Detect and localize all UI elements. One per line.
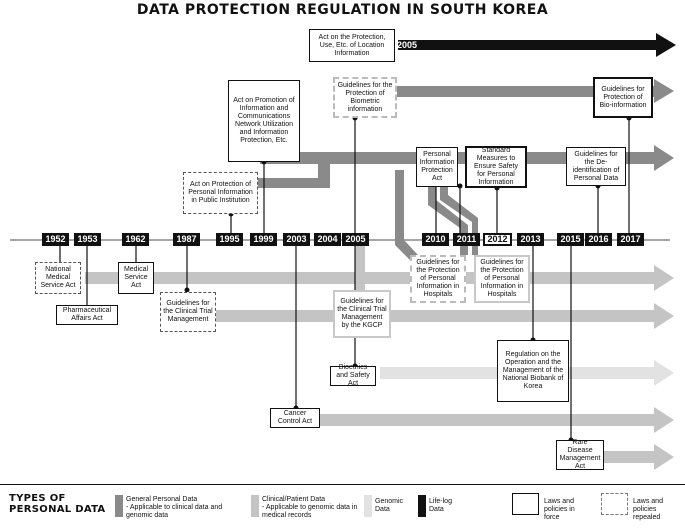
box-hospitals-guidelines-2010: Guidelines for the Protection of Persona… bbox=[410, 255, 466, 303]
box-biometric-guidelines: Guidelines for the Protection of Biometr… bbox=[333, 77, 397, 118]
legend-general-note: - Applicable to clinical data and genomi… bbox=[126, 504, 223, 519]
legend-genomic: Genomic Data bbox=[375, 498, 404, 513]
box-cancer-control-act: Cancer Control Act bbox=[270, 408, 320, 428]
legend: TYPES OF PERSONAL DATA General Personal … bbox=[0, 484, 685, 530]
year-2012: 2012 bbox=[483, 233, 512, 246]
box-national-medical-service-act: National Medical Service Act bbox=[35, 262, 81, 294]
year-2015: 2015 bbox=[557, 233, 584, 246]
legend-repealed: Laws and policies repealed bbox=[633, 498, 663, 521]
legend-title-line2: PERSONAL DATA bbox=[9, 504, 106, 515]
year-1999: 1999 bbox=[250, 233, 277, 246]
lifelog-arrow bbox=[398, 33, 676, 57]
swatch-in-force bbox=[512, 493, 539, 515]
box-pharmaceutical-affairs-act: Pharmaceutical Affairs Act bbox=[56, 305, 118, 325]
box-kgcp-guidelines: Guidelines for the Clinical Trial Manage… bbox=[333, 290, 391, 338]
year-1952: 1952 bbox=[42, 233, 69, 246]
box-standard-measures: Standard Measures to Ensure Safety for P… bbox=[465, 146, 527, 188]
box-location-act: Act on the Protection, Use, Etc. of Loca… bbox=[309, 29, 395, 62]
box-deidentification-guidelines: Guidelines for the De-identification of … bbox=[566, 147, 626, 186]
box-biobank-regulation: Regulation on the Operation and the Mana… bbox=[497, 340, 569, 402]
year-2010: 2010 bbox=[422, 233, 449, 246]
swatch-genomic bbox=[364, 495, 372, 517]
box-bioethics-act: Bioethics and Safety Act bbox=[330, 364, 376, 387]
legend-title: TYPES OF PERSONAL DATA bbox=[9, 493, 105, 515]
year-2004: 2004 bbox=[314, 233, 341, 246]
swatch-lifelog bbox=[418, 495, 426, 517]
legend-in-force: Laws and policies in force bbox=[544, 498, 575, 521]
box-bioinformation-guidelines: Guidelines for Protection of Bio-informa… bbox=[593, 77, 653, 118]
badge-2005: 2005 bbox=[397, 40, 418, 50]
clinical-data-arrows bbox=[85, 240, 674, 470]
year-2005: 2005 bbox=[342, 233, 369, 246]
box-network-act: Act on Promotion of Information and Comm… bbox=[228, 80, 300, 162]
swatch-general bbox=[115, 495, 123, 517]
box-clinical-trial-1987: Guidelines for the Clinical Trial Manage… bbox=[160, 292, 216, 332]
box-medical-service-act: Medical Service Act bbox=[118, 262, 154, 294]
page-title: DATA PROTECTION REGULATION IN SOUTH KORE… bbox=[136, 2, 549, 18]
year-1995: 1995 bbox=[216, 233, 243, 246]
box-public-institution-act: Act on Protection of Personal Informatio… bbox=[183, 172, 258, 214]
legend-clinical-label: Clinical/Patient Data bbox=[262, 496, 326, 503]
swatch-clinical bbox=[251, 495, 259, 517]
box-rare-disease-act: Rare Disease Management Act bbox=[556, 439, 604, 470]
legend-clinical-note: - Applicable to genomic data in medical … bbox=[262, 504, 358, 519]
year-2013: 2013 bbox=[517, 233, 544, 246]
legend-general-label: General Personal Data bbox=[126, 496, 198, 503]
legend-title-line1: TYPES OF bbox=[9, 493, 66, 504]
year-2011: 2011 bbox=[453, 233, 480, 246]
legend-lifelog: Life-log Data bbox=[429, 498, 452, 513]
box-pipa: Personal Information Protection Act bbox=[416, 147, 458, 187]
year-2003: 2003 bbox=[283, 233, 310, 246]
legend-general: General Personal Data - Applicable to cl… bbox=[126, 496, 246, 520]
year-2017: 2017 bbox=[617, 233, 644, 246]
year-1987: 1987 bbox=[173, 233, 200, 246]
year-1962: 1962 bbox=[122, 233, 149, 246]
swatch-repealed bbox=[601, 493, 628, 515]
year-2016: 2016 bbox=[585, 233, 612, 246]
stems bbox=[59, 118, 630, 440]
year-1953: 1953 bbox=[74, 233, 101, 246]
box-hospitals-guidelines-2012: Guidelines for the Protection of Persona… bbox=[474, 255, 530, 303]
genomic-data-arrows bbox=[380, 360, 674, 386]
legend-clinical: Clinical/Patient Data - Applicable to ge… bbox=[262, 496, 362, 520]
